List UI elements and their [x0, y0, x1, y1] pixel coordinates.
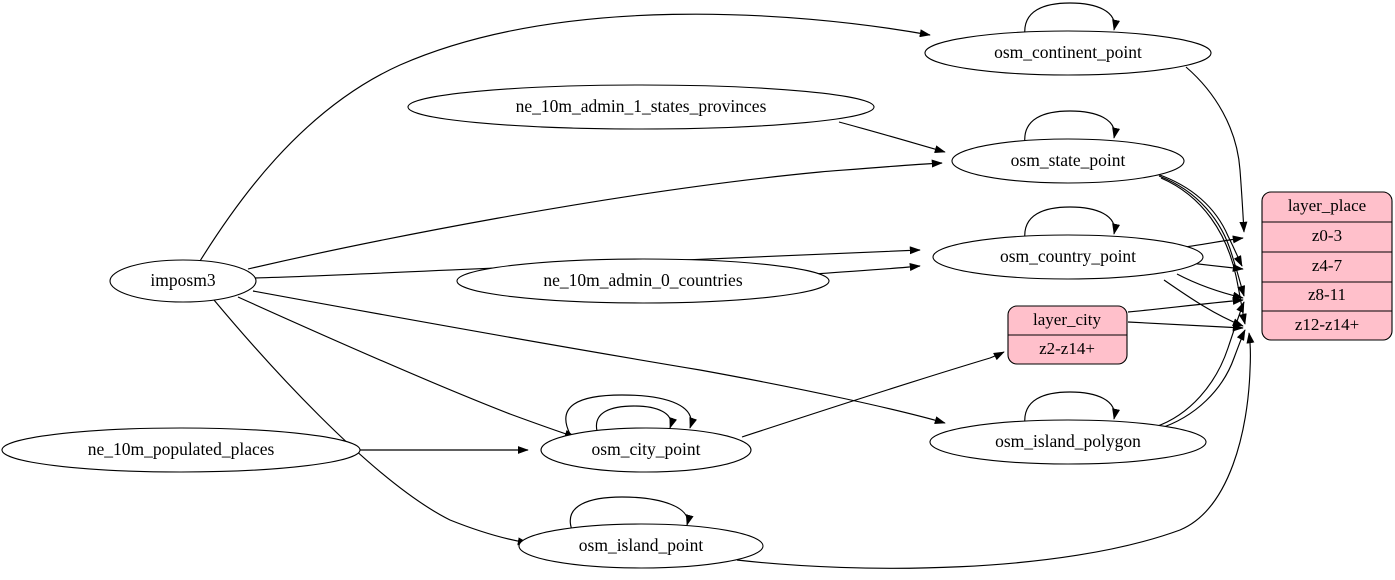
record-row-layer_city-z2-z14[interactable]: z2-z14+ [1039, 339, 1095, 358]
node-osm_country_point[interactable]: osm_country_point [932, 234, 1204, 280]
edge-osm_island_polygon-to-layer_place-z12_z14 [1157, 329, 1246, 430]
edge-osm_island_point-to-layer_place-z12_z14 [736, 332, 1255, 569]
edge-ne_10m_admin_0_countries-to-osm_country_point [814, 263, 921, 275]
edge-osm_continent_point-to-layer_place-z0_3 [1185, 66, 1248, 233]
edge-osm_island_point-self-loop [569, 496, 694, 531]
node-ne_10m_admin_0_countries[interactable]: ne_10m_admin_0_countries [456, 258, 830, 304]
record-node-layer_place[interactable]: layer_place z0-3 z4-7 z8-11 z12-z14+ [1261, 191, 1393, 341]
edge-imposm3-to-osm_state_point [247, 159, 943, 270]
node-osm_island_polygon[interactable]: osm_island_polygon [929, 419, 1207, 465]
node-label-osm_city_point: osm_city_point [592, 439, 701, 459]
edge-layer [199, 2, 1255, 569]
node-label-osm_continent_point: osm_continent_point [994, 42, 1142, 62]
node-osm_state_point[interactable]: osm_state_point [951, 138, 1185, 184]
edge-osm_city_point-to-layer_city-z2_z14 [741, 351, 1005, 438]
edge-osm_island_polygon-to-layer_place-z8_11 [1154, 301, 1245, 428]
edge-osm_state_point-self-loop [1024, 110, 1121, 145]
node-label-ne_10m_admin_0_countries: ne_10m_admin_0_countries [543, 270, 742, 290]
edge-layer_city-to-layer_place-z12_z14 [1127, 321, 1244, 332]
edge-imposm3-to-osm_continent_point [199, 13, 931, 262]
edge-osm_country_point-self-loop [1024, 206, 1121, 241]
record-row-layer_place-z0-3[interactable]: z0-3 [1312, 226, 1342, 245]
node-imposm3[interactable]: imposm3 [109, 259, 257, 303]
edge-layer_city-to-layer_place-z8_11 [1127, 296, 1244, 313]
edge-imposm3-to-osm_island_polygon [252, 290, 946, 425]
node-label-osm_island_polygon: osm_island_polygon [995, 431, 1141, 451]
node-label-osm_state_point: osm_state_point [1011, 150, 1126, 170]
node-label-osm_country_point: osm_country_point [1000, 246, 1136, 266]
edge-imposm3-to-osm_city_point [237, 296, 576, 438]
edge-osm_state_point-to-layer_place-z4_7 [1156, 173, 1243, 267]
record-row-layer_place-z12-z14[interactable]: z12-z14+ [1295, 315, 1359, 334]
edge-imposm3-to-osm_island_point [213, 299, 529, 546]
record-node-layer_city[interactable]: layer_city z2-z14+ [1007, 305, 1128, 365]
edge-osm_country_point-to-layer_place-z8_11 [1176, 273, 1244, 300]
record-row-layer_city-header: layer_city [1033, 310, 1101, 329]
edge-osm_city_point-self-loop-inner [595, 405, 678, 432]
edge-osm_island_polygon-self-loop [1024, 391, 1121, 426]
node-label-imposm3: imposm3 [150, 270, 215, 290]
edge-osm_city_point-self-loop-outer [565, 394, 698, 435]
edge-osm_country_point-to-layer_place-z12_z14 [1163, 279, 1244, 327]
edge-ne_10m_admin_1_states_provinces-to-osm_state_point [838, 121, 946, 154]
node-osm_island_point[interactable]: osm_island_point [518, 523, 764, 569]
node-label-ne_10m_admin_1_states_provinces: ne_10m_admin_1_states_provinces [516, 96, 767, 116]
node-layer: imposm3 ne_10m_admin_1_states_provinces … [1, 30, 1393, 569]
record-row-layer_place-z4-7[interactable]: z4-7 [1312, 256, 1343, 275]
edge-osm_state_point-to-layer_place-z8_11 [1158, 175, 1246, 297]
node-ne_10m_populated_places[interactable]: ne_10m_populated_places [1, 427, 361, 473]
node-label-ne_10m_populated_places: ne_10m_populated_places [88, 439, 275, 459]
edge-osm_continent_point-self-loop [1024, 2, 1121, 37]
edge-osm_country_point-to-layer_place-z0_3 [1184, 235, 1244, 248]
record-row-layer_place-z8-11[interactable]: z8-11 [1308, 285, 1346, 304]
node-osm_continent_point[interactable]: osm_continent_point [924, 30, 1212, 76]
record-row-layer_place-header: layer_place [1288, 196, 1366, 215]
node-label-osm_island_point: osm_island_point [579, 535, 704, 555]
node-osm_city_point[interactable]: osm_city_point [540, 427, 752, 473]
node-ne_10m_admin_1_states_provinces[interactable]: ne_10m_admin_1_states_provinces [407, 84, 875, 130]
